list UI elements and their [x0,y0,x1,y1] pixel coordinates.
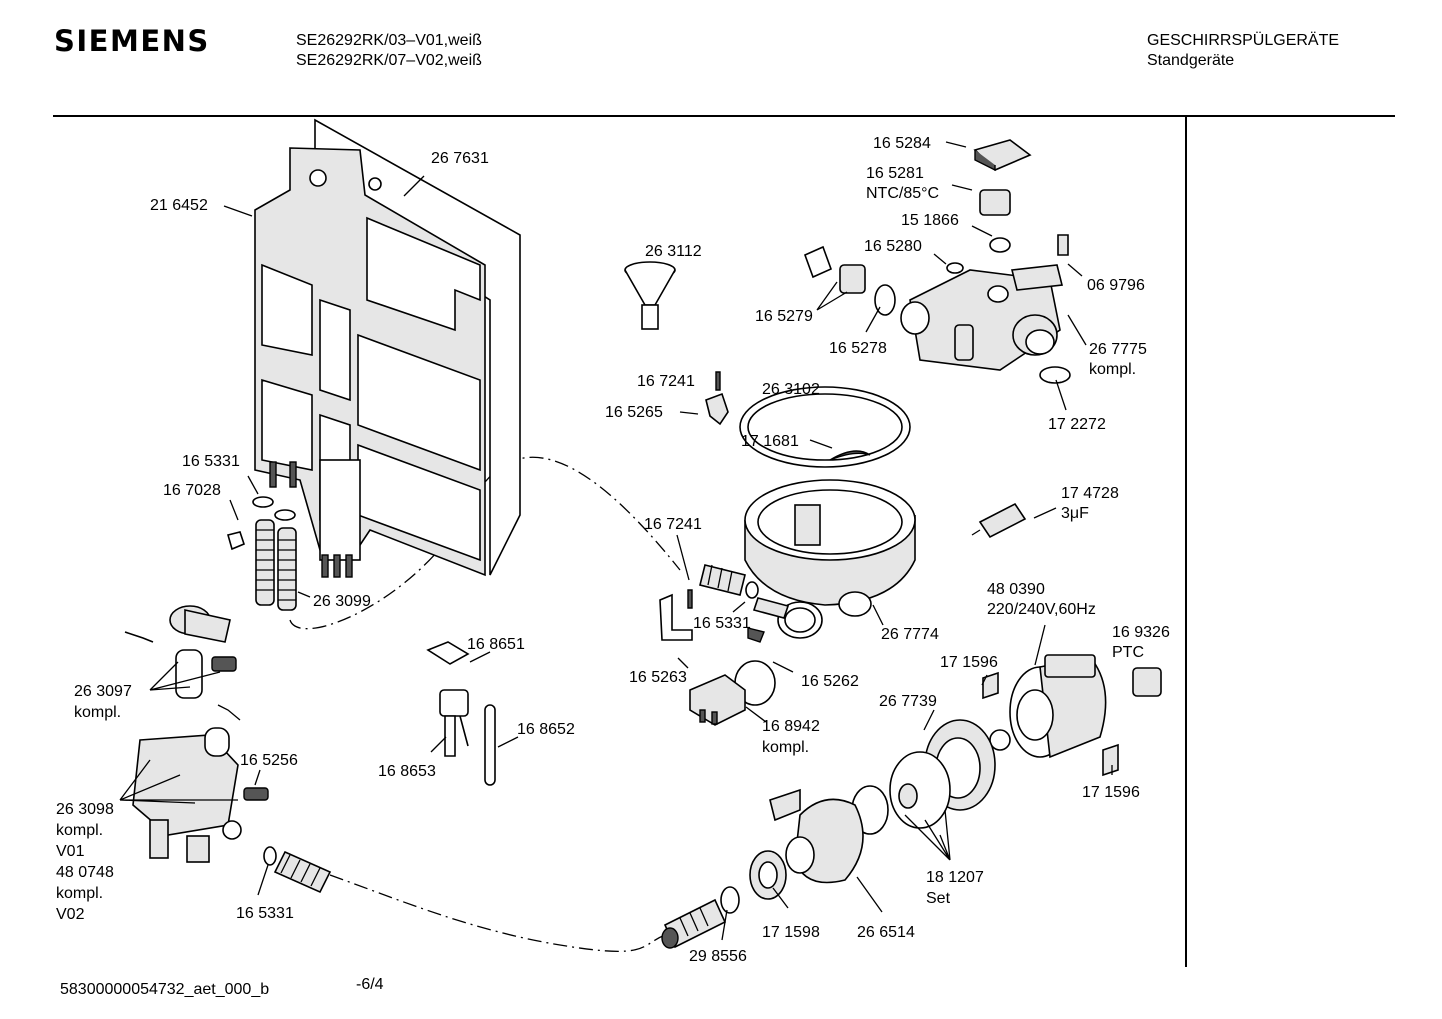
pump-housing-set [661,719,996,949]
label-26-7631: 26 7631 [431,150,489,167]
model-line-2: SE26292RK/07–V02,weiß [296,52,482,69]
category-line-1: GESCHIRRSPÜLGERÄTE [1147,32,1340,49]
capacitor [971,502,1027,539]
heater-relay [689,660,776,726]
page-number: -6/4 [356,976,384,993]
label-16-5263: 16 5263 [629,669,687,686]
label-16-5331-upper: 16 5331 [182,453,240,470]
product-category: GESCHIRRSPÜLGERÄTE Standgeräte [1147,31,1339,71]
label-29-8556: 29 8556 [689,948,747,965]
label-26-7774: 26 7774 [881,626,939,643]
label-06-9796: 06 9796 [1087,277,1145,294]
circulation-pump-motor [982,654,1162,777]
label-16-8652: 16 8652 [517,721,575,738]
funnel-part [624,261,676,330]
model-numbers: SE26292RK/03–V01,weiß SE26292RK/07–V02,w… [296,31,482,71]
label-17-1598: 17 1598 [762,924,820,941]
model-line-1: SE26292RK/03–V01,weiß [296,32,482,49]
drain-hose-section [263,846,332,894]
label-17-2272: 17 2272 [1048,416,1106,433]
label-26-3102: 26 3102 [762,381,820,398]
label-16-5279: 16 5279 [755,308,813,325]
hose-route-line-lower [329,874,666,952]
spring-hose [659,564,759,641]
label-26-7739: 26 7739 [879,693,937,710]
header-rule [53,115,1395,117]
label-16-8653: 16 8653 [378,763,436,780]
label-15-1866: 15 1866 [901,212,959,229]
category-line-2: Standgeräte [1147,52,1235,69]
heat-exchanger-panel [254,118,521,578]
document-id: 58300000054732_aet_000_b [60,981,270,998]
label-16-5262: 16 5262 [801,673,859,690]
label-16-5331-lower: 16 5331 [236,905,294,922]
pump-sump [739,386,916,643]
label-17-1596-bottom: 17 1596 [1082,784,1140,801]
label-16-7241-top: 16 7241 [637,373,695,390]
inlet-valve-assembly [124,605,269,863]
label-26-3099: 26 3099 [313,593,371,610]
label-16-5331-mid: 16 5331 [693,615,751,632]
sump-small-parts [687,371,729,609]
label-16-5284: 16 5284 [873,135,931,152]
leader-lines [119,141,1113,941]
right-margin-rule [1185,117,1187,967]
label-26-6514: 26 6514 [857,924,915,941]
water-manifold-assembly [803,139,1071,384]
corrugated-hoses-left [227,496,297,611]
label-21-6452: 21 6452 [150,197,208,214]
label-17-1596-top: 17 1596 [940,654,998,671]
label-16-7028: 16 7028 [163,482,221,499]
label-16-5280: 16 5280 [864,238,922,255]
label-16-5278: 16 5278 [829,340,887,357]
label-26-3112: 26 3112 [645,243,702,260]
label-16-8651: 16 8651 [467,636,525,653]
label-16-5265: 16 5265 [605,404,663,421]
label-17-1681: 17 1681 [741,433,799,450]
label-16-7241-mid: 16 7241 [644,516,702,533]
hose-route-line-upper [289,456,681,630]
label-16-5256: 16 5256 [240,752,298,769]
brand-logo: SIEMENS [54,24,210,58]
level-tube-parts [426,641,496,786]
